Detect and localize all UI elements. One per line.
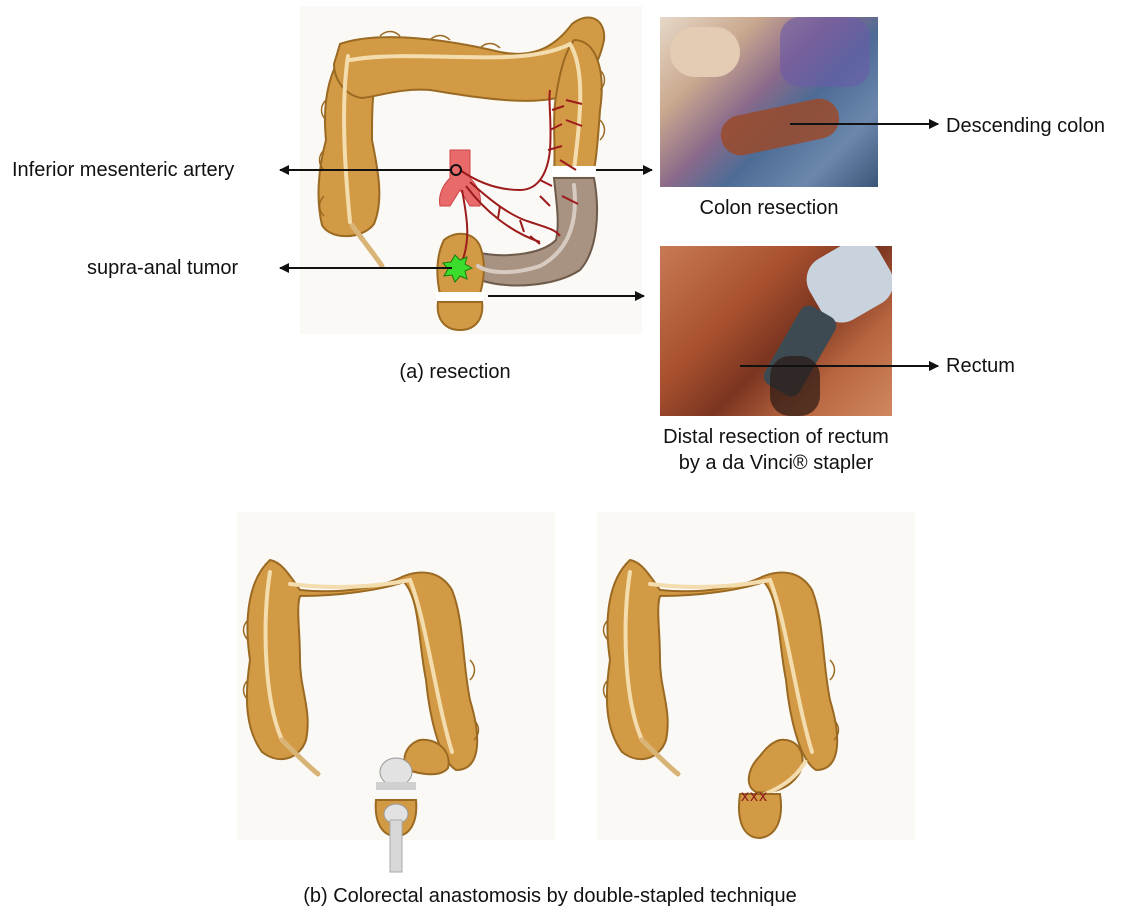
- caption-distal-resection-line2: by a da Vinci® stapler: [620, 451, 932, 475]
- caption-distal-resection-line1: Distal resection of rectum: [620, 425, 932, 449]
- label-inferior-mesenteric-artery: Inferior mesenteric artery: [12, 158, 234, 182]
- subcaption-a: (a) resection: [340, 360, 570, 384]
- staple-line-marks: xxx: [741, 788, 768, 806]
- subcaption-b: (b) Colorectal anastomosis by double-sta…: [200, 884, 900, 908]
- label-descending-colon: Descending colon: [946, 114, 1105, 138]
- label-rectum: Rectum: [946, 354, 1015, 378]
- label-supra-anal-tumor: supra-anal tumor: [87, 256, 238, 280]
- caption-colon-resection: Colon resection: [660, 196, 878, 220]
